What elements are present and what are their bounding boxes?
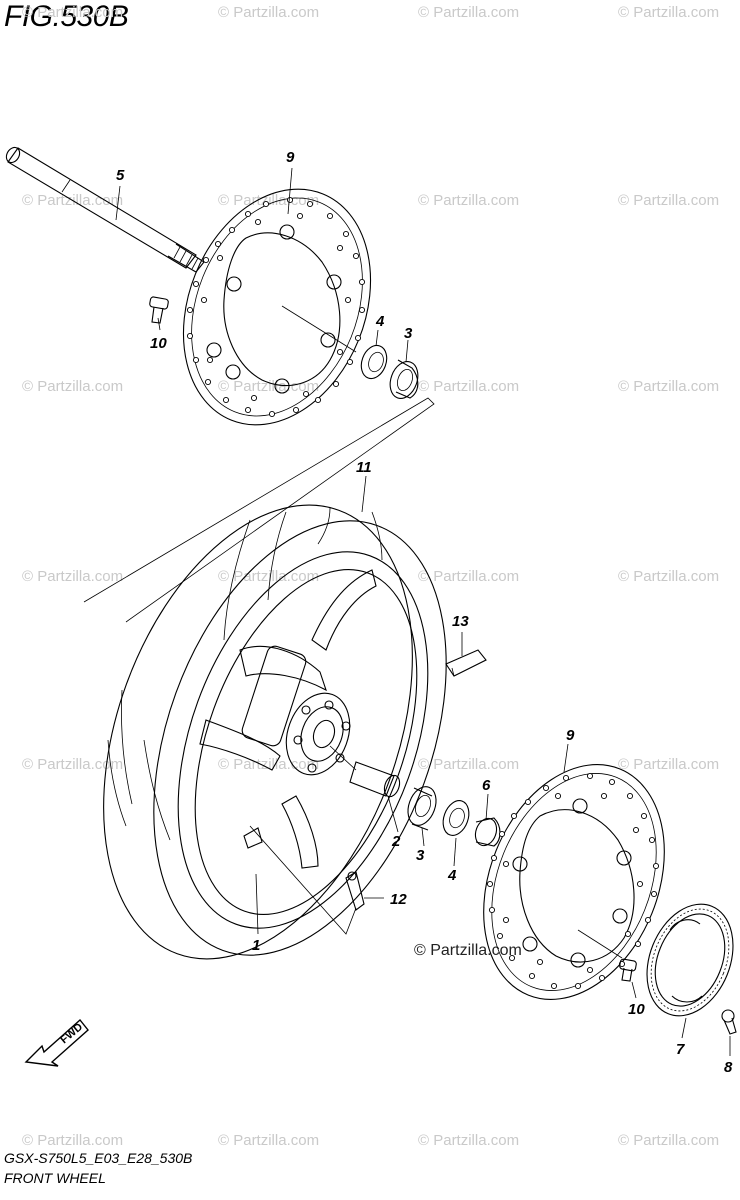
tire-valve xyxy=(345,871,365,911)
assembly-bracket xyxy=(83,397,435,623)
watermark: © Partzilla.com xyxy=(218,568,320,585)
section-name: FRONT WHEEL xyxy=(4,1170,106,1186)
callout-10: 10 xyxy=(628,1001,645,1018)
watermark: © Partzilla.com xyxy=(218,192,320,209)
watermark: © Partzilla.com xyxy=(22,756,124,773)
collar xyxy=(474,817,501,847)
abs-sensor-ring xyxy=(646,903,734,1017)
watermark: © Partzilla.com xyxy=(418,568,520,585)
disc-vent-holes xyxy=(186,196,366,418)
callout-3: 3 xyxy=(416,847,425,864)
front-axle xyxy=(5,146,205,273)
callout-9: 9 xyxy=(286,149,295,166)
balancer-weight xyxy=(445,649,487,677)
callout-10: 10 xyxy=(150,335,167,352)
callout-4: 4 xyxy=(447,867,457,884)
watermark: © Partzilla.com xyxy=(618,4,720,21)
assembly-line xyxy=(281,305,357,353)
watermark: © Partzilla.com xyxy=(22,1132,124,1149)
disc-bolt xyxy=(149,296,169,324)
watermark: © Partzilla.com xyxy=(22,4,124,21)
callout-1: 1 xyxy=(252,937,260,954)
fwd-arrow-icon: FWD xyxy=(24,1018,89,1067)
bearing-bottom xyxy=(407,786,437,831)
watermark: © Partzilla.com xyxy=(22,378,124,395)
assembly-line xyxy=(329,745,357,771)
wheel-rim xyxy=(177,551,429,929)
callout-8: 8 xyxy=(724,1059,733,1076)
callout-7: 7 xyxy=(676,1041,685,1058)
callout-5: 5 xyxy=(116,167,125,184)
watermark: © Partzilla.com xyxy=(418,378,520,395)
watermark: © Partzilla.com xyxy=(618,568,720,585)
watermark-center: © Partzilla.com xyxy=(414,942,522,959)
sensor-ring-screw xyxy=(721,1009,737,1035)
watermark: © Partzilla.com xyxy=(418,756,520,773)
assembly-line xyxy=(577,929,623,959)
dust-seal-bottom xyxy=(442,800,470,836)
watermark: © Partzilla.com xyxy=(618,1132,720,1149)
assembly-bracket xyxy=(249,825,357,935)
tire xyxy=(103,504,447,960)
watermark: © Partzilla.com xyxy=(618,192,720,209)
callout-13: 13 xyxy=(452,613,469,630)
callout-9: 9 xyxy=(566,727,575,744)
leader-lines xyxy=(115,167,731,1056)
watermark: © Partzilla.com xyxy=(618,378,720,395)
figure-title: FIG.530B xyxy=(4,0,129,33)
watermark: © Partzilla.com xyxy=(218,378,320,395)
watermark: © Partzilla.com xyxy=(218,756,320,773)
callout-6: 6 xyxy=(482,777,491,794)
spacer xyxy=(349,761,401,798)
callout-3: 3 xyxy=(404,325,413,342)
watermark: © Partzilla.com xyxy=(418,1132,520,1149)
model-code: GSX-S750L5_E03_E28_530B xyxy=(4,1150,193,1166)
callout-12: 12 xyxy=(390,891,407,908)
watermark: © Partzilla.com xyxy=(22,568,124,585)
callout-2: 2 xyxy=(391,833,401,850)
watermark: © Partzilla.com xyxy=(418,4,520,21)
watermark: © Partzilla.com xyxy=(418,192,520,209)
watermark: © Partzilla.com xyxy=(218,1132,320,1149)
bearing-top xyxy=(389,359,419,399)
watermark: © Partzilla.com xyxy=(618,756,720,773)
callout-4: 4 xyxy=(375,313,385,330)
brake-disc-top xyxy=(182,188,372,426)
callout-11: 11 xyxy=(356,459,372,476)
dust-seal-top xyxy=(360,344,388,380)
watermark: © Partzilla.com xyxy=(218,4,320,21)
disc-bolt xyxy=(619,958,637,982)
